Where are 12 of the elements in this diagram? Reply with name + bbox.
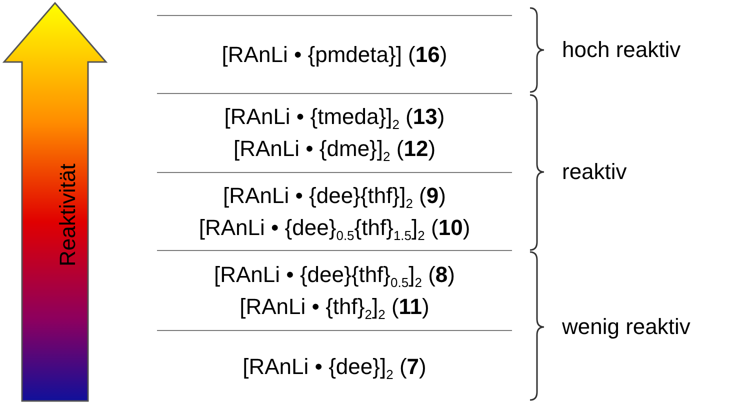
compound-formula: [RAnLi • {dee}{thf}$_{0.5}$]$_{2}$ (8) <box>214 262 455 288</box>
compound-formula: [RAnLi • {dme}]$_{2}$ (12) <box>233 136 436 162</box>
group-label: hoch reaktiv <box>562 37 681 63</box>
group-label: reaktiv <box>562 159 627 185</box>
compound-formula: [RAnLi • {pmdeta}] (16) <box>222 42 448 68</box>
compound-formula: [RAnLi • {thf}$_{2}$]$_{2}$ (11) <box>240 294 430 320</box>
group-label: wenig reaktiv <box>562 314 690 340</box>
axis-title: Reaktivität <box>55 164 81 266</box>
compound-formula: [RAnLi • {tmeda}]$_{2}$ (13) <box>224 104 445 130</box>
compound-formula: [RAnLi • {dee}]$_{2}$ (7) <box>242 354 426 380</box>
compound-formula: [RAnLi • {dee}{thf}]$_{2}$ (9) <box>223 182 446 208</box>
compound-formula: [RAnLi • {dee}$_{0.5}${thf}$_{1.5}$]$_{2}$ (10) <box>198 214 470 240</box>
